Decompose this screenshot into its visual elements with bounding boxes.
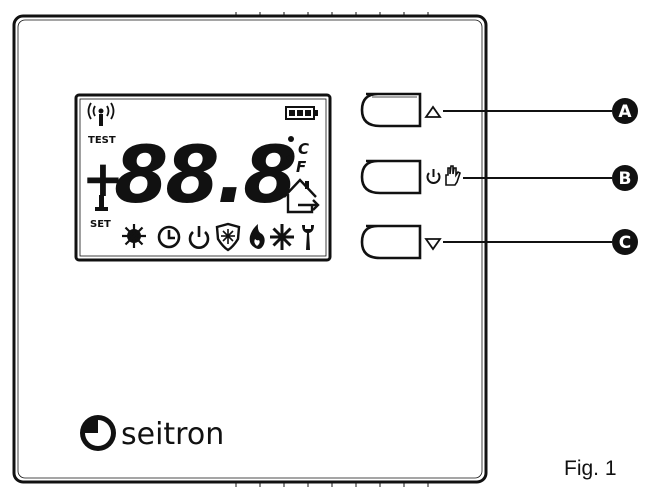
callout-badge-b: B <box>612 165 638 191</box>
house-icon <box>283 178 320 214</box>
callout-label-b: B <box>619 169 632 189</box>
button-down[interactable] <box>360 224 422 260</box>
callout-label-c: C <box>619 233 631 253</box>
sun-icon <box>122 224 146 248</box>
button-power-manual-outline[interactable] <box>360 159 422 195</box>
brand-mark-icon <box>80 415 116 451</box>
battery-icon <box>285 106 318 120</box>
callout-lines <box>443 110 612 243</box>
unit-dot-celsius <box>288 136 294 142</box>
button-up[interactable] <box>360 92 422 128</box>
callout-label-a: A <box>618 102 632 122</box>
button-up-outline[interactable] <box>360 92 422 128</box>
triangle-up-icon <box>424 105 442 118</box>
callout-badge-c: C <box>612 229 638 255</box>
flame-icon <box>249 224 265 249</box>
button-down-outline[interactable] <box>360 224 422 260</box>
wrench-icon <box>302 225 314 250</box>
figure-label: Fig. 1 <box>564 457 617 480</box>
callout-badge-a: A <box>612 98 638 124</box>
unit-fahrenheit: F <box>296 158 307 176</box>
triangle-down-icon <box>424 238 442 251</box>
vent-ridges <box>235 12 429 487</box>
test-label: TEST <box>88 135 116 146</box>
button-power-manual[interactable] <box>360 159 422 195</box>
set-label: SET <box>90 219 111 230</box>
brand-name: seitron <box>121 417 224 452</box>
lcd-frame <box>74 93 332 262</box>
unit-dot-fahrenheit <box>286 155 292 161</box>
lcd-display: TEST + SET 88.8 C F <box>74 93 332 262</box>
power-icon <box>426 169 441 184</box>
brand-logo: seitron <box>80 415 224 452</box>
thermometer-icon <box>95 195 108 211</box>
clock-icon <box>157 225 181 249</box>
snowflake-icon <box>270 224 294 250</box>
power-icon <box>188 226 210 249</box>
housing-inner-outline <box>17 19 483 479</box>
hand-icon <box>445 165 461 186</box>
antenna-signal-icon <box>87 102 115 126</box>
unit-celsius: C <box>298 140 309 158</box>
temperature-digits: 88.8 <box>114 131 295 221</box>
lcd-frame-inner <box>79 98 327 257</box>
frost-shield-icon <box>215 222 241 252</box>
